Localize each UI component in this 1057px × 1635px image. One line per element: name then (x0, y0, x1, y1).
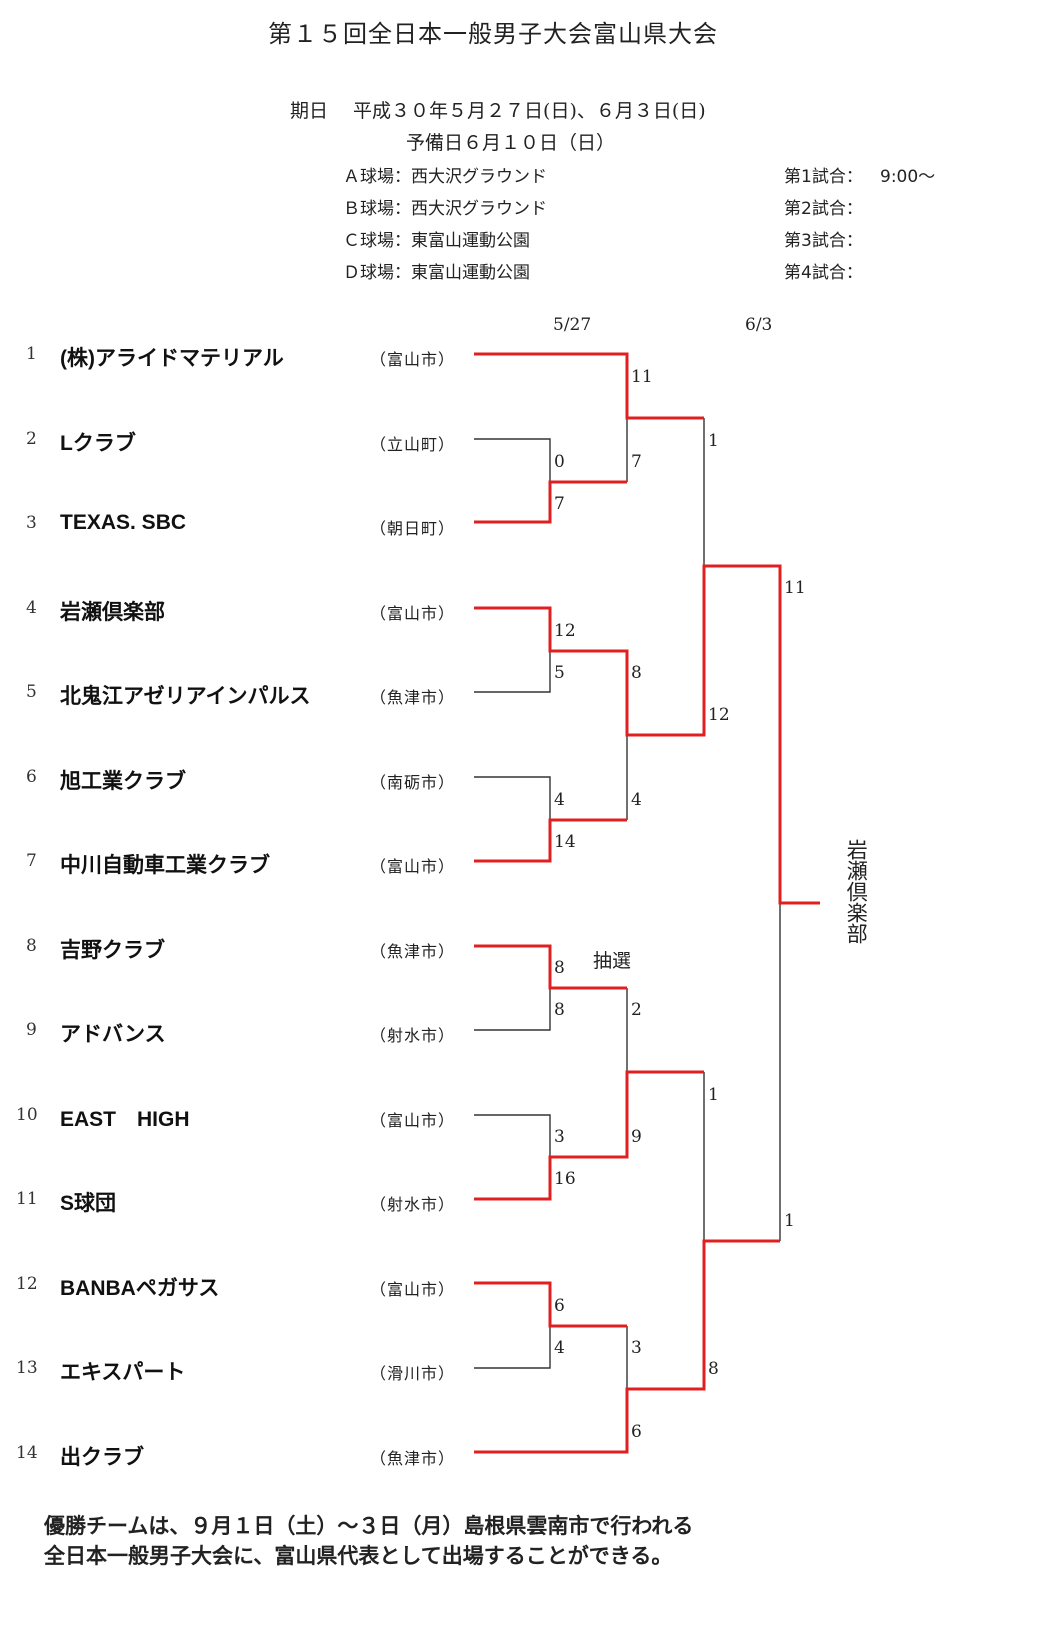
venue-a: Ａ球場：西大沢グラウンド (343, 167, 547, 187)
score-label: 4 (631, 790, 642, 810)
champion-name: 岩瀬倶楽部 (844, 839, 869, 944)
score-label: 1 (708, 431, 719, 451)
score-label: 8 (708, 1359, 719, 1379)
team-name: 旭工業クラブ (60, 770, 186, 793)
team-city: （射水市） (370, 1195, 456, 1214)
team-number: 11 (16, 1189, 38, 1209)
team-city: （富山市） (370, 350, 456, 369)
score-label: 7 (554, 494, 565, 514)
team-name: アドバンス (60, 1023, 166, 1046)
team-city: （南砺市） (370, 773, 456, 792)
schedule-reserve-day: 予備日６月１０日（日） (406, 132, 616, 154)
match-1-time: 9:00～ (880, 167, 936, 187)
team-number: 3 (26, 513, 37, 533)
lottery-note: 抽選 (593, 950, 632, 972)
score-label: 2 (631, 1000, 642, 1020)
score-label: 3 (631, 1338, 642, 1358)
team-city: （富山市） (370, 604, 456, 623)
team-number: 10 (16, 1105, 38, 1125)
team-city: （富山市） (370, 857, 456, 876)
team-number: 7 (26, 851, 37, 871)
team-number: 5 (26, 682, 37, 702)
score-label: 8 (631, 663, 642, 683)
page-title: 第１５回全日本一般男子大会富山県大会 (268, 20, 718, 48)
score-label: 7 (631, 452, 642, 472)
schedule-dates: 期日 平成３０年５月２７日(日)、６月３日(日) (290, 100, 706, 122)
team-city: （魚津市） (370, 688, 456, 707)
team-number: 9 (26, 1020, 37, 1040)
team-city: （滑川市） (370, 1364, 456, 1383)
score-label: 6 (554, 1296, 565, 1316)
team-name: EAST HIGH (60, 1108, 190, 1131)
score-label: 4 (554, 1338, 565, 1358)
score-label: 12 (554, 621, 576, 641)
match-4-label: 第4試合： (784, 263, 863, 283)
team-name: 中川自動車工業クラブ (60, 854, 270, 877)
match-1-label: 第1試合： (784, 167, 863, 187)
team-number: 2 (26, 429, 37, 449)
team-name: TEXAS. SBC (60, 511, 187, 534)
team-city: （富山市） (370, 1111, 456, 1130)
score-label: 1 (784, 1211, 795, 1231)
team-name: エキスパート (60, 1361, 186, 1384)
team-city: （魚津市） (370, 1449, 456, 1468)
team-name: BANBAペガサス (60, 1277, 220, 1300)
round-date-1: 5/27 (553, 315, 592, 335)
team-number: 13 (16, 1358, 38, 1378)
team-name: S球団 (60, 1192, 117, 1215)
score-label: 11 (631, 367, 653, 387)
score-label: 0 (554, 452, 565, 472)
team-city: （富山市） (370, 1280, 456, 1299)
team-number: 14 (16, 1443, 38, 1463)
team-city: （魚津市） (370, 942, 456, 961)
score-label: 8 (554, 958, 565, 978)
score-label: 6 (631, 1422, 642, 1442)
score-label: 9 (631, 1127, 642, 1147)
venue-b: Ｂ球場：西大沢グラウンド (343, 199, 547, 219)
round-date-2: 6/3 (745, 315, 773, 335)
score-label: 16 (554, 1169, 576, 1189)
score-label: 11 (784, 578, 806, 598)
score-label: 12 (708, 705, 730, 725)
score-label: 8 (554, 1000, 565, 1020)
match-3-label: 第3試合： (784, 231, 863, 251)
score-label: 4 (554, 790, 565, 810)
venue-d: Ｄ球場：東富山運動公園 (343, 263, 530, 283)
team-name: (株)アライドマテリアル (60, 347, 284, 370)
team-number: 12 (16, 1274, 38, 1294)
footer-note-line-2: 全日本一般男子大会に、富山県代表として出場することができる。 (44, 1545, 673, 1568)
team-city: （射水市） (370, 1026, 456, 1045)
team-name: 出クラブ (60, 1446, 144, 1469)
venue-c: Ｃ球場：東富山運動公園 (343, 231, 530, 251)
score-label: 14 (554, 832, 576, 852)
team-number: 4 (26, 598, 37, 618)
team-name: 岩瀬倶楽部 (60, 601, 165, 624)
match-2-label: 第2試合： (784, 199, 863, 219)
team-number: 8 (26, 936, 37, 956)
team-city: （立山町） (370, 435, 456, 454)
score-label: 1 (708, 1085, 719, 1105)
team-number: 1 (26, 344, 37, 364)
team-name: 北鬼江アゼリアインパルス (60, 685, 311, 708)
team-city: （朝日町） (370, 519, 456, 538)
score-label: 5 (554, 663, 565, 683)
team-number: 6 (26, 767, 37, 787)
score-label: 3 (554, 1127, 565, 1147)
team-name: Lクラブ (60, 432, 136, 455)
team-name: 吉野クラブ (60, 939, 165, 962)
footer-note-line-1: 優勝チームは、９月１日（土）～３日（月）島根県雲南市で行われる (44, 1515, 694, 1538)
